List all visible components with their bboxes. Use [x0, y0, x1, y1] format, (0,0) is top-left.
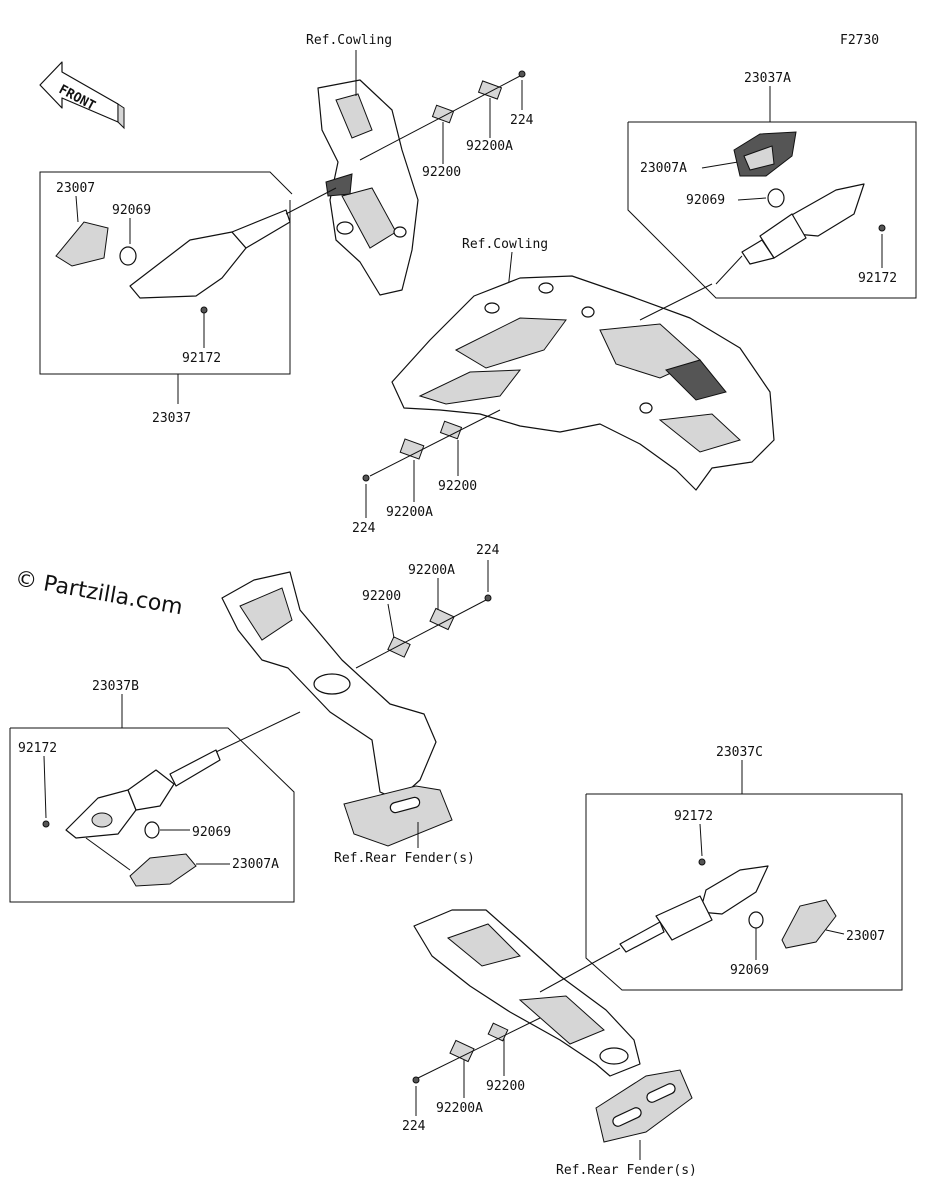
label-23007a-a: 23007A [640, 161, 687, 176]
screw-92172-c [42, 820, 50, 828]
clip-92200a-bottom [449, 1039, 475, 1063]
label-92069-a: 92069 [112, 203, 151, 218]
label-92200a-a: 92200A [466, 139, 513, 154]
turn-signal-lens-23007a-b [129, 853, 197, 887]
screw-92172-a [200, 306, 208, 314]
figure-id: F2730 [840, 33, 879, 48]
rear-frame-right-part [413, 909, 693, 1143]
label-224-a: 224 [510, 113, 534, 128]
bulb-92069-c [144, 821, 160, 839]
grommet-92200-top [431, 104, 455, 124]
rear-bracket-left-part [221, 571, 453, 847]
screw-92172-b [878, 224, 886, 232]
screw-224-bottom [412, 1076, 420, 1084]
label-ref-cowling-top: Ref.Cowling [306, 33, 392, 48]
label-23037a: 23037A [744, 71, 791, 86]
watermark: © Partzilla.com [13, 566, 185, 620]
label-92200a-b: 92200A [386, 505, 433, 520]
label-23037b: 23037B [92, 679, 139, 694]
label-92172-b: 92172 [858, 271, 897, 286]
turn-signal-housing-23037c [539, 865, 769, 993]
label-92200a-c: 92200A [408, 563, 455, 578]
label-224-b: 224 [352, 521, 376, 536]
screw-224-top [518, 70, 526, 78]
clip-92200a-top [477, 80, 503, 100]
label-ref-rear-fender-left: Ref.Rear Fender(s) [334, 851, 475, 866]
turn-signal-lens-23007 [55, 221, 109, 267]
label-92200-d: 92200 [486, 1079, 525, 1094]
bulb-92069-d [748, 911, 764, 929]
screw-224-mid [362, 474, 370, 482]
label-92200-b: 92200 [438, 479, 477, 494]
label-92172-c: 92172 [18, 741, 57, 756]
screw-92172-d [698, 858, 706, 866]
label-224-c: 224 [476, 543, 500, 558]
label-23037c: 23037C [716, 745, 763, 760]
clip-92200a-mid [399, 438, 425, 460]
clip-92200a-lower [429, 607, 455, 631]
label-ref-cowling-mid: Ref.Cowling [462, 237, 548, 252]
turn-signal-housing-23037a [715, 183, 865, 285]
label-92069-c: 92069 [192, 825, 231, 840]
label-23007-a: 23007 [56, 181, 95, 196]
label-92200-a: 92200 [422, 165, 461, 180]
label-23037: 23037 [152, 411, 191, 426]
grommet-92200-lower [387, 636, 411, 658]
upper-bracket-part [317, 79, 419, 296]
label-92200a-d: 92200A [436, 1101, 483, 1116]
label-92069-d: 92069 [730, 963, 769, 978]
label-92172-a: 92172 [182, 351, 221, 366]
front-cowling-part [391, 275, 775, 491]
label-23007a-b: 23007A [232, 857, 279, 872]
label-92069-b: 92069 [686, 193, 725, 208]
turn-signal-housing-23037b [65, 711, 301, 839]
screw-224-lower [484, 594, 492, 602]
turn-signal-lens-23007a [733, 131, 797, 177]
grommet-92200-mid [439, 420, 463, 440]
front-direction-arrow-icon: FRONT [39, 61, 125, 130]
label-92172-d: 92172 [674, 809, 713, 824]
bulb-92069-b [767, 188, 785, 208]
label-ref-rear-fender-bottom: Ref.Rear Fender(s) [556, 1163, 697, 1178]
label-92200-c: 92200 [362, 589, 401, 604]
turn-signal-housing-23037 [129, 187, 337, 299]
turn-signal-lens-23007-b [781, 899, 837, 949]
label-23007-b: 23007 [846, 929, 885, 944]
bulb-92069-a [119, 246, 137, 266]
label-224-d: 224 [402, 1119, 426, 1134]
